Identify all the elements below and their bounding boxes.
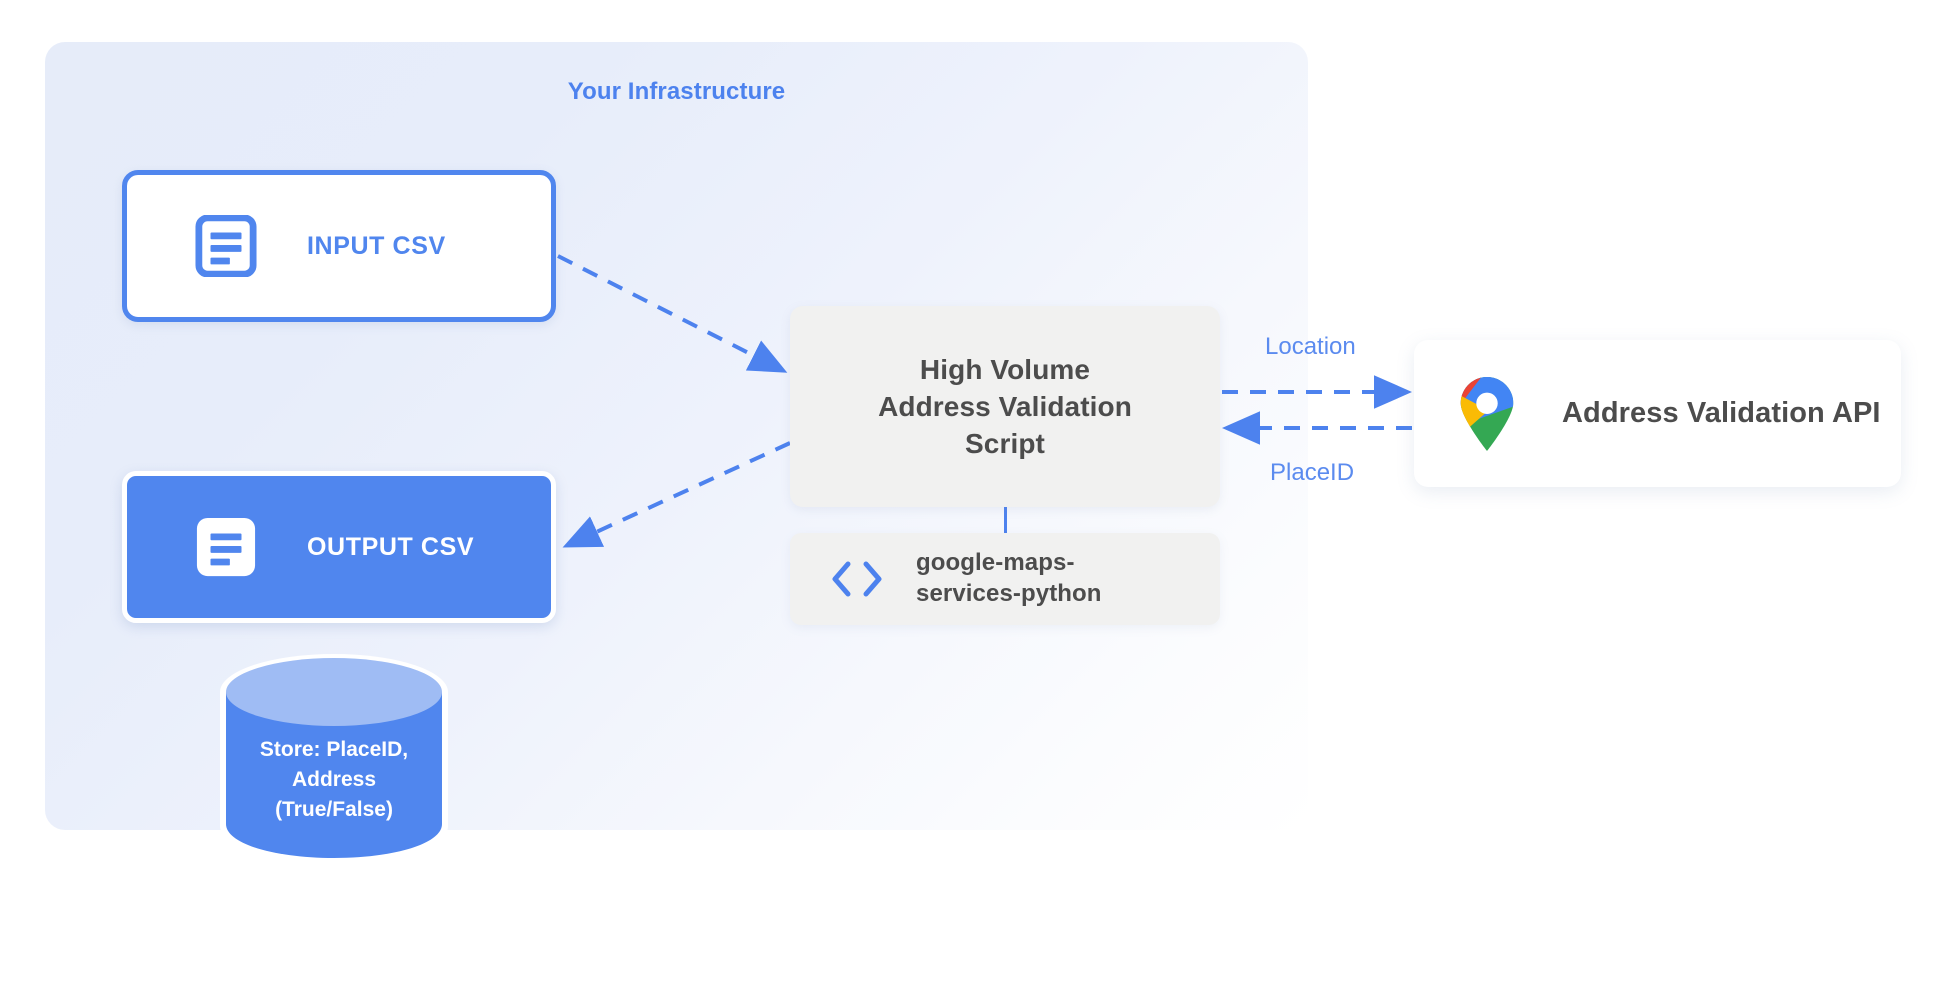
script-text-block: High Volume Address Validation Script: [878, 351, 1132, 463]
script-line-3: Script: [965, 428, 1045, 460]
input-csv-label: INPUT CSV: [307, 231, 446, 260]
library-line-1: google-maps-: [916, 549, 1075, 577]
document-icon: [196, 517, 256, 577]
script-line-1: High Volume: [919, 353, 1091, 385]
script-line-2: Address Validation: [878, 390, 1132, 422]
api-label: Address Validation API: [1562, 397, 1881, 429]
library-line-2: services-python: [916, 580, 1102, 607]
edge-label-location: Location: [1265, 333, 1356, 360]
node-library[interactable]: google-maps- services-python: [790, 533, 1220, 625]
script-library-connector: [1004, 505, 1007, 535]
node-script[interactable]: High Volume Address Validation Script: [790, 306, 1220, 507]
output-csv-label: OUTPUT CSV: [307, 532, 475, 561]
node-address-validation-api[interactable]: Address Validation API: [1414, 340, 1901, 487]
infrastructure-title: Your Infrastructure: [567, 78, 786, 105]
edge-label-placeid: PlaceID: [1270, 459, 1355, 486]
code-brackets-icon: [832, 561, 882, 597]
library-text-block: google-maps- services-python: [916, 548, 1102, 609]
node-input-csv[interactable]: INPUT CSV: [122, 170, 556, 322]
node-database[interactable]: [212, 648, 456, 870]
node-output-csv[interactable]: OUTPUT CSV: [122, 471, 556, 623]
google-maps-pin-icon: [1460, 376, 1514, 451]
document-icon: [195, 215, 257, 277]
